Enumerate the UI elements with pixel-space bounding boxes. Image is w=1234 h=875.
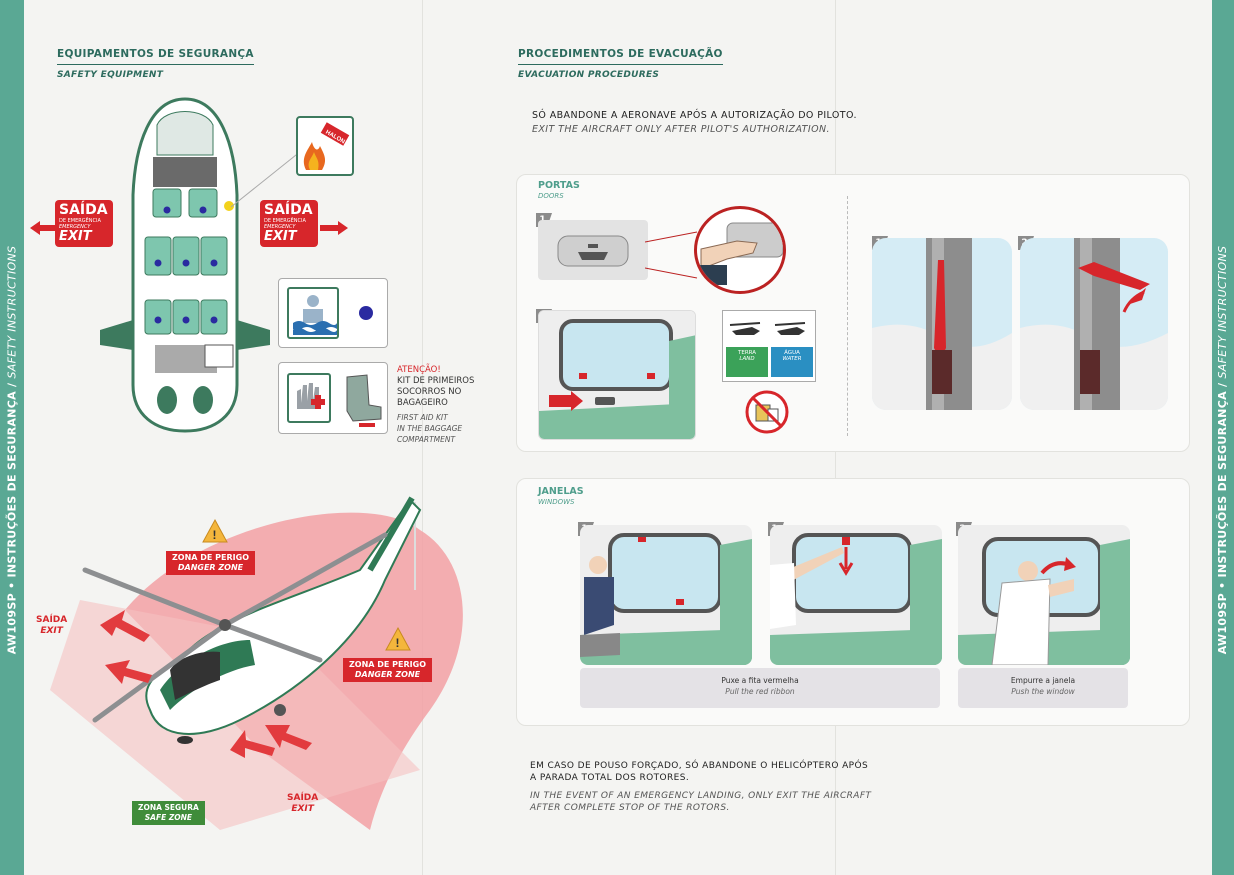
danger-zone-diagram: ! ! [50, 496, 463, 830]
no-baggage-icon [745, 390, 789, 434]
extinguisher-pointer-line [230, 150, 302, 208]
door-handle-icon [557, 235, 629, 267]
exit-arrow-left-icon [30, 221, 56, 235]
danger-zone-label-2: ZONA DE PERIGO DANGER ZONE [343, 658, 432, 682]
page-fold [422, 0, 423, 875]
emergency-exit-sign-left: SAÍDA DE EMERGÊNCIA EMERGENCY EXIT [55, 200, 113, 247]
door-release-step2 [1020, 238, 1168, 410]
window-pull-ribbon-reach [770, 525, 942, 665]
fire-extinguisher-icon: HALON [296, 116, 354, 176]
first-aid-notice: ATENÇÃO! KIT DE PRIMEIROS SOCORROS NO BA… [397, 365, 475, 444]
evacuation-header: PROCEDIMENTOS DE EVACUAÇÃO EVACUATION PR… [518, 48, 723, 80]
life-vest-location-dot [359, 306, 373, 320]
water-tile: ÁGUA WATER [771, 347, 813, 377]
push-window-caption: Empurre a janela Push the window [958, 668, 1128, 708]
window-pull-ribbon-seated [580, 525, 752, 665]
side-label-left: AW109SP • INSTRUÇÕES DE SEGURANÇA / SAFE… [5, 245, 19, 655]
doors-title: PORTAS DOORS [538, 180, 580, 200]
exit-label-left: SAÍDA EXIT [36, 615, 68, 636]
exit-arrow-right-icon [320, 221, 348, 235]
seat-icon [346, 374, 382, 427]
hand-pulling-handle-icon [694, 206, 786, 294]
pilot-authorization-notice: SÓ ABANDONE A AERONAVE APÓS A AUTORIZAÇÃ… [532, 110, 857, 135]
side-label-right: AW109SP • INSTRUÇÕES DE SEGURANÇA / SAFE… [1216, 245, 1230, 655]
pull-ribbon-caption: Puxe a fita vermelha Pull the red ribbon [580, 668, 940, 708]
emergency-exit-sign-right: SAÍDA DE EMERGÊNCIA EMERGENCY EXIT [260, 200, 318, 247]
first-aid-box [278, 362, 388, 434]
cabin-layout-diagram [100, 97, 270, 433]
warning-exclamation-1: ! [213, 528, 217, 542]
safety-equipment-header: EQUIPAMENTOS DE SEGURANÇA SAFETY EQUIPME… [57, 48, 254, 80]
land-tile: TERRA LAND [726, 347, 768, 377]
windows-title: JANELAS WINDOWS [538, 486, 584, 506]
doors-divider [847, 196, 848, 436]
emergency-landing-notice: EM CASO DE POUSO FORÇADO, SÓ ABANDONE O … [530, 761, 872, 813]
warning-exclamation-2: ! [396, 636, 400, 650]
right-edge-strip: AW109SP • INSTRUÇÕES DE SEGURANÇA / SAFE… [1212, 0, 1234, 875]
life-vest-icon [287, 287, 339, 339]
window-push-illustration [958, 525, 1130, 665]
fire-icon: HALON [303, 122, 350, 170]
exit-label-bottom: SAÍDA EXIT [287, 793, 319, 814]
door-release-step1 [872, 238, 1012, 410]
door-window-illustration [538, 310, 696, 440]
helicopter-land-icon [726, 314, 768, 342]
door-zoom-lines [645, 231, 698, 279]
door-handle-closeup [538, 220, 648, 280]
land-water-sign: TERRA LAND ÁGUA WATER [722, 310, 816, 382]
first-aid-kit-icon [287, 373, 331, 423]
left-edge-strip: AW109SP • INSTRUÇÕES DE SEGURANÇA / SAFE… [0, 0, 24, 875]
life-vest-box [278, 278, 388, 348]
danger-zone-label-1: ZONA DE PERIGO DANGER ZONE [166, 551, 255, 575]
helicopter-water-icon [771, 314, 813, 342]
safe-zone-label: ZONA SEGURA SAFE ZONE [132, 801, 205, 825]
